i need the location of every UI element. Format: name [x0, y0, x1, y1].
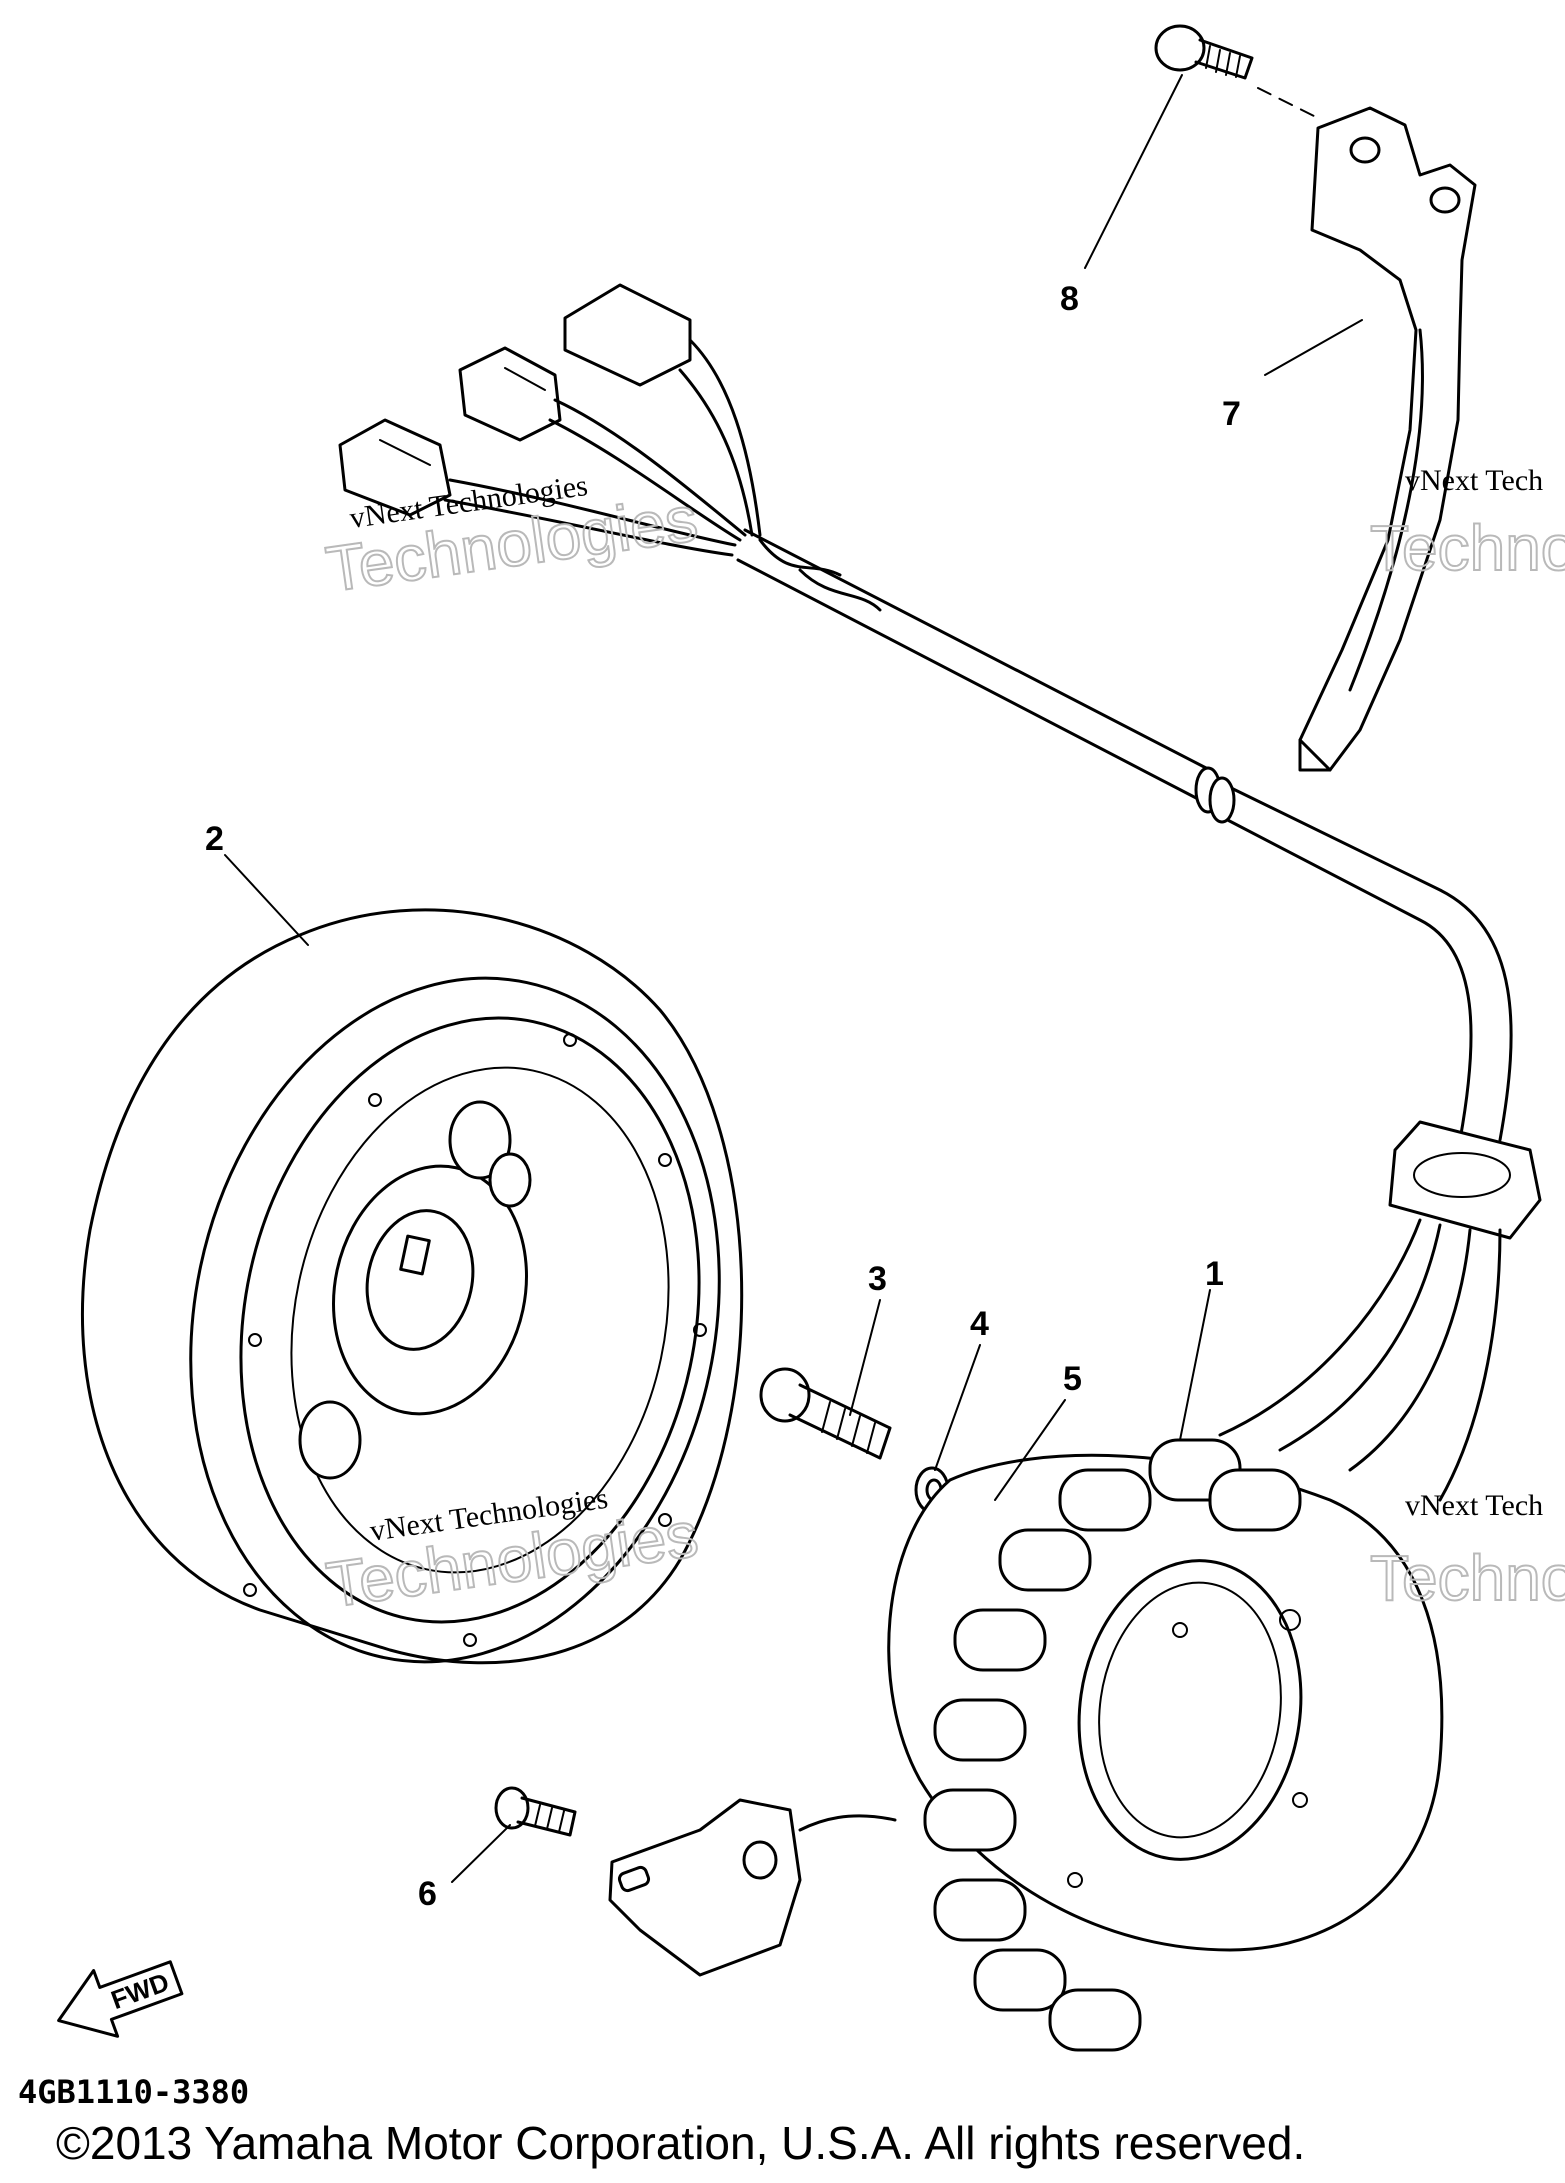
leader-7	[1264, 319, 1363, 376]
part-6-screw	[494, 1786, 577, 1837]
part-8-bolt	[1154, 24, 1319, 119]
leader-lines	[224, 74, 1363, 1883]
callout-1: 1	[1205, 1255, 1224, 1293]
watermarks: Technologies vNext Technologies Technolo…	[321, 464, 1565, 1622]
leader-4	[934, 1344, 981, 1471]
fwd-arrow-icon: FWD	[57, 1960, 184, 2038]
leader-2	[224, 854, 309, 946]
callout-3: 3	[868, 1260, 887, 1298]
callout-2: 2	[205, 820, 224, 858]
watermark-partial-1: vNext Tech	[1405, 464, 1543, 497]
pickup-coil	[608, 1798, 802, 1977]
leader-5	[994, 1399, 1066, 1501]
part-7-bracket	[1298, 106, 1477, 772]
diagram-number: 4GB1110-3380	[18, 2073, 250, 2111]
part-1-stator	[798, 1438, 1444, 2052]
callout-6: 6	[418, 1875, 437, 1913]
leader-6	[451, 1824, 511, 1883]
leader-3	[849, 1299, 881, 1416]
watermark-partial-large-2: Techno	[1370, 1542, 1565, 1614]
callout-5: 5	[1063, 1360, 1082, 1398]
callout-7: 7	[1222, 395, 1241, 433]
callouts: 8 7 2 3 4 5 1 6	[205, 280, 1241, 1913]
part-3-bolt	[759, 1367, 892, 1460]
watermark-partial-large-1: Techno	[1370, 512, 1565, 584]
callout-8: 8	[1060, 280, 1079, 318]
part-2-rotor	[80, 908, 744, 1665]
wire-harness	[338, 283, 1542, 1502]
watermark-partial-2: vNext Tech	[1405, 1489, 1543, 1522]
copyright-notice: ©2013 Yamaha Motor Corporation, U.S.A. A…	[56, 2117, 1306, 2169]
leader-1	[1179, 1289, 1211, 1441]
callout-4: 4	[970, 1305, 989, 1343]
leader-8	[1084, 74, 1183, 269]
